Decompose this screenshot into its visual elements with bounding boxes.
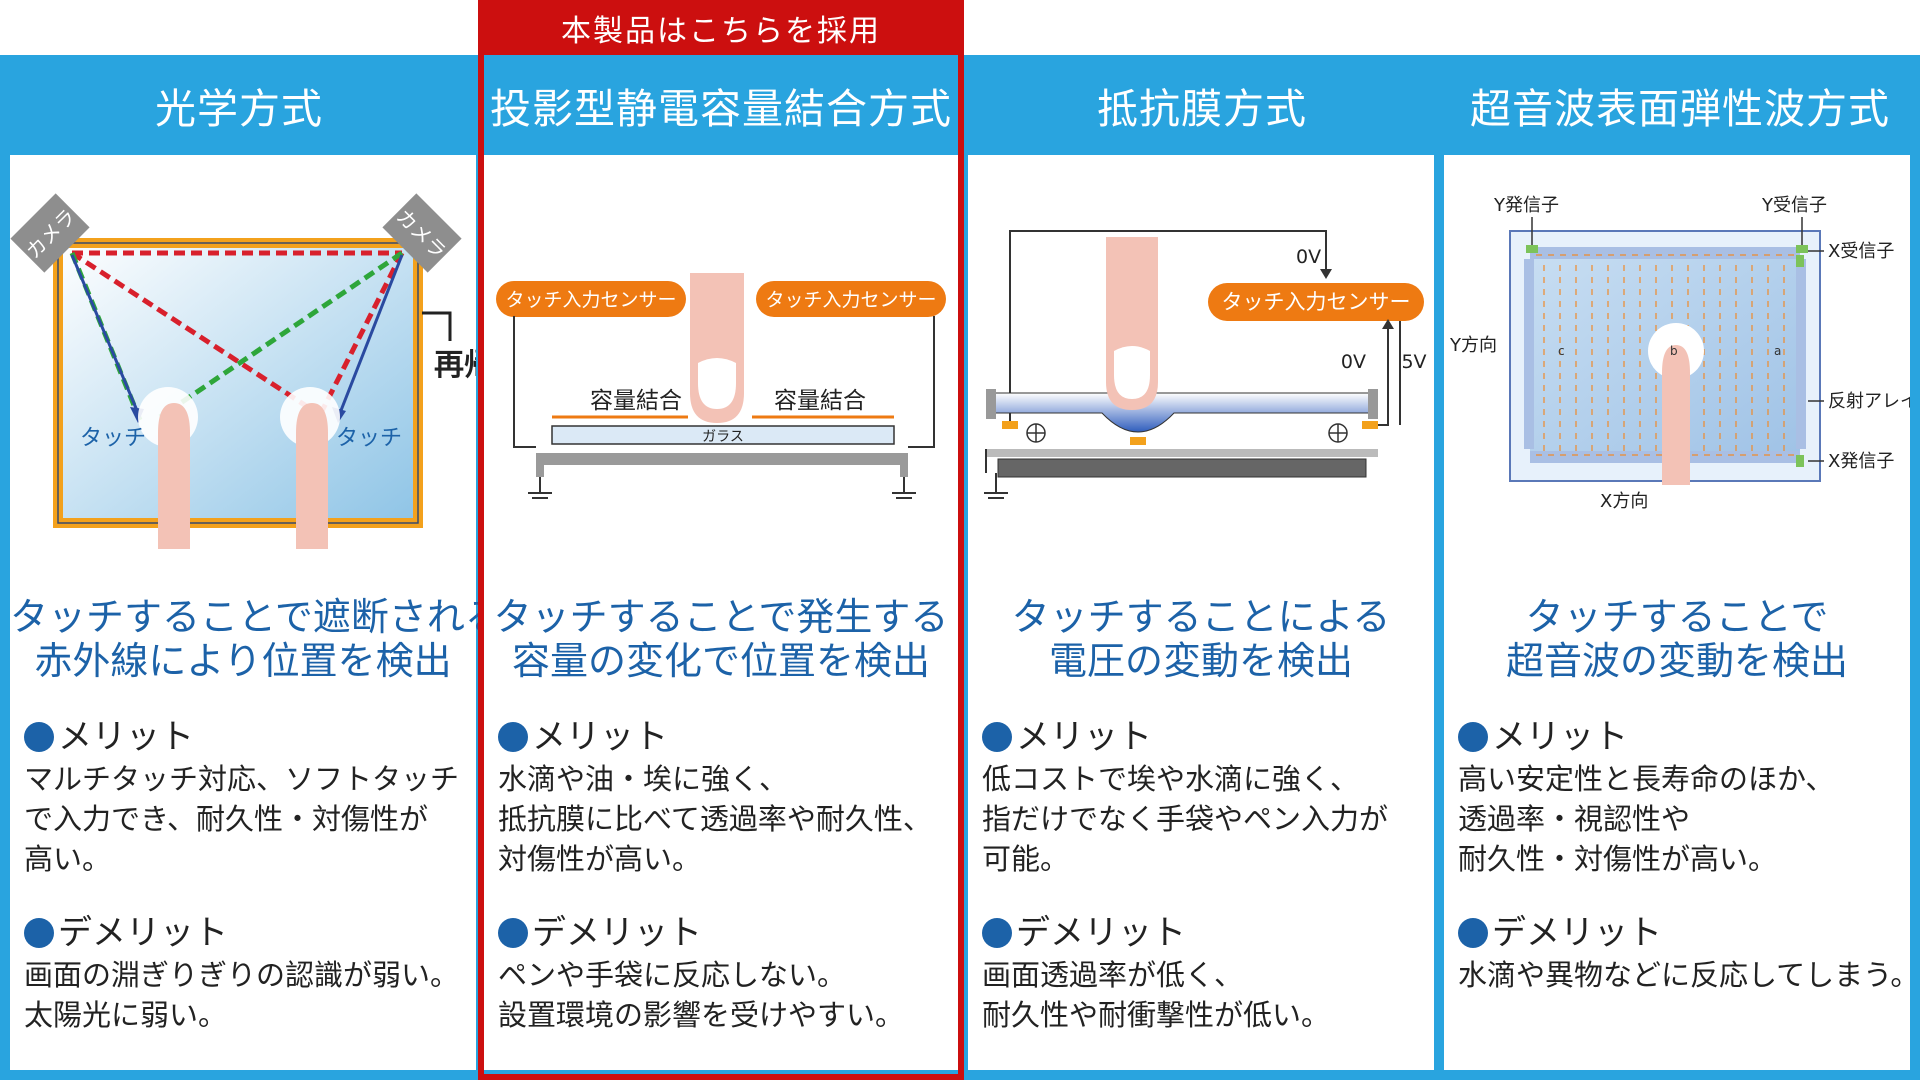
demerit-section: デメリット 画面透過率が低く、耐久性や耐衝撃性が低い。 bbox=[982, 913, 1331, 1032]
bullet-icon bbox=[24, 918, 54, 948]
finger-left-icon bbox=[158, 403, 190, 549]
summary: タッチすることによる 電圧の変動を検出 bbox=[1011, 595, 1391, 683]
bullet-icon bbox=[982, 722, 1012, 752]
svg-text:タッチ入力センサー: タッチ入力センサー bbox=[765, 289, 936, 311]
demerit-section: デメリット 水滴や異物などに反応してしまう。 bbox=[1458, 913, 1920, 992]
svg-text:ガラス: ガラス bbox=[702, 429, 744, 445]
svg-text:タッチ入力センサー: タッチ入力センサー bbox=[1222, 290, 1411, 314]
summary: タッチすることで遮断される 赤外線により位置を検出 bbox=[10, 595, 503, 683]
column-title: 抵抗膜方式 bbox=[1097, 85, 1307, 133]
svg-text:Y方向: Y方向 bbox=[1449, 335, 1497, 356]
plus-terminal-icon bbox=[1328, 423, 1348, 443]
capacitive-diagram: タッチ入力センサー タッチ入力センサー 容量結合 容量結合 ガラス bbox=[496, 273, 946, 499]
frame-label: 再帰反射枠 bbox=[434, 348, 476, 383]
svg-text:タッチ: タッチ bbox=[336, 426, 402, 451]
svg-text:b: b bbox=[1670, 344, 1678, 358]
adopted-highlight-frame bbox=[478, 0, 964, 1080]
bullet-icon bbox=[982, 918, 1012, 948]
summary: タッチすることで発生する 容量の変化で位置を検出 bbox=[493, 595, 949, 683]
optical-diagram: カメラ カメラ タッチ タッチ bbox=[10, 193, 476, 549]
demerit-section: デメリット ペンや手袋に反応しない。設置環境の影響を受けやすい。 bbox=[498, 913, 905, 1032]
svg-text:容量結合: 容量結合 bbox=[774, 388, 866, 414]
svg-text:タッチ入力センサー: タッチ入力センサー bbox=[505, 289, 676, 311]
column-title: 光学方式 bbox=[155, 85, 323, 133]
svg-text:反射アレイ: 反射アレイ bbox=[1828, 391, 1910, 412]
bullet-icon bbox=[498, 918, 528, 948]
merit-section: メリット 水滴や油・埃に強く、抵抗膜に比べて透過率や耐久性、対傷性が高い。 bbox=[498, 717, 932, 876]
svg-text:5V: 5V bbox=[1401, 351, 1426, 373]
column-panel: 0V タッチ入力センサー 0V 5V タッチすること bbox=[968, 155, 1434, 1070]
plus-terminal-icon bbox=[1026, 423, 1046, 443]
svg-text:Y受信子: Y受信子 bbox=[1761, 195, 1827, 216]
column-title: 投影型静電容量結合方式 bbox=[490, 85, 952, 133]
finger-icon bbox=[1662, 345, 1690, 485]
svg-text:タッチ: タッチ bbox=[80, 426, 146, 451]
svg-text:容量結合: 容量結合 bbox=[590, 388, 682, 414]
column-resistive: 抵抗膜方式 0V タッチ入力センサー 0V 5V bbox=[964, 55, 1440, 1080]
svg-text:X受信子: X受信子 bbox=[1828, 241, 1894, 262]
column-panel: c b a Y発信子 Y受信子 X受信子 反射アレイ X発信子 Y方向 X方向 … bbox=[1444, 155, 1920, 1070]
column-optical: 光学方式 カメラ カメラ bbox=[0, 55, 503, 1080]
bullet-icon bbox=[498, 722, 528, 752]
bullet-icon bbox=[1458, 722, 1488, 752]
svg-text:0V: 0V bbox=[1296, 246, 1321, 268]
merit-section: メリット 高い安定性と長寿命のほか、透過率・視認性や耐久性・対傷性が高い。 bbox=[1458, 717, 1835, 876]
svg-text:X方向: X方向 bbox=[1600, 491, 1648, 512]
column-title: 超音波表面弾性波方式 bbox=[1470, 85, 1890, 133]
svg-text:c: c bbox=[1558, 344, 1565, 358]
finger-right-icon bbox=[296, 403, 328, 549]
saw-diagram: c b a Y発信子 Y受信子 X受信子 反射アレイ X発信子 Y方向 X方向 bbox=[1449, 195, 1910, 512]
svg-text:a: a bbox=[1774, 344, 1781, 358]
column-projected-capacitive: 投影型静電容量結合方式 タッチ入力センサー タッチ入力センサー 容量結合 容量結… bbox=[478, 55, 964, 1080]
summary: タッチすることで 超音波の変動を検出 bbox=[1505, 595, 1848, 683]
svg-text:X発信子: X発信子 bbox=[1828, 451, 1894, 472]
column-panel: カメラ カメラ タッチ タッチ bbox=[10, 155, 503, 1070]
merit-section: メリット 低コストで埃や水滴に強く、指だけでなく手袋やペン入力が可能。 bbox=[982, 717, 1389, 876]
resistive-diagram: 0V タッチ入力センサー 0V 5V bbox=[984, 230, 1427, 499]
merit-section: メリット マルチタッチ対応、ソフトタッチで入力でき、耐久性・対傷性が高い。 bbox=[24, 717, 460, 876]
adopted-label: 本製品はこちらを採用 bbox=[478, 0, 964, 55]
svg-text:0V: 0V bbox=[1341, 351, 1366, 373]
bullet-icon bbox=[24, 722, 54, 752]
bullet-icon bbox=[1458, 918, 1488, 948]
column-surface-acoustic-wave: 超音波表面弾性波方式 c b a Y発信子 Y受信子 bbox=[1440, 55, 1920, 1080]
demerit-section: デメリット 画面の淵ぎりぎりの認識が弱い。太陽光に弱い。 bbox=[24, 913, 460, 1032]
svg-text:Y発信子: Y発信子 bbox=[1493, 195, 1559, 216]
column-panel: タッチ入力センサー タッチ入力センサー 容量結合 容量結合 ガラス タッチするこ… bbox=[484, 155, 958, 1070]
reflective-frame bbox=[53, 238, 423, 528]
